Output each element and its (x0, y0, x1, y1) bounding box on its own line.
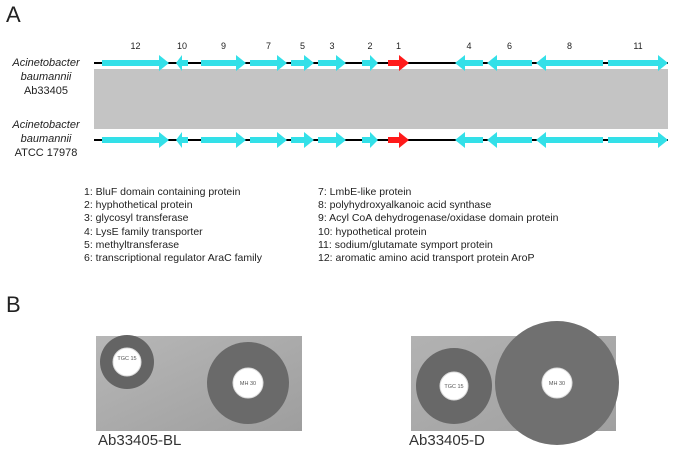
legend-item: 2: hyphothetical protein (84, 199, 193, 212)
legend-item: 4: LysE family transporter (84, 225, 203, 238)
gene-arrow-5 (291, 55, 314, 71)
gene-arrow-7 (250, 55, 287, 71)
gene-arrow-12 (102, 132, 169, 148)
legend-item: 12: aromatic amino acid transport protei… (318, 252, 535, 265)
species-label-top: Acinetobacter baumannii Ab33405 (0, 56, 92, 98)
gene-arrow-3 (318, 55, 346, 71)
species-label-bottom: Acinetobacter baumannii ATCC 17978 (0, 118, 92, 160)
gene-arrow-5 (291, 132, 314, 148)
legend-item: 8: polyhydroxyalkanoic acid synthase (318, 199, 492, 212)
gene-number-label: 12 (130, 41, 140, 51)
gene-number-label: 2 (367, 41, 372, 51)
gene-number-label: 11 (633, 41, 642, 51)
gene-number-label: 6 (507, 41, 512, 51)
gene-arrow-4 (455, 132, 483, 148)
legend-item: 10: hypothetical protein (318, 225, 427, 238)
gene-arrow-11 (608, 132, 668, 148)
strain-name: Ab33405 (23, 85, 69, 97)
gene-number-label: 9 (221, 41, 226, 51)
legend-item: 11: sodium/glutamate symport protein (318, 238, 493, 251)
gene-number-label: 5 (300, 41, 305, 51)
gene-number-label: 4 (466, 41, 471, 51)
panel-b-label: B (6, 292, 21, 317)
legend-item: 9: Acyl CoA dehydrogenase/oxidase domain… (318, 212, 559, 225)
gene-arrow-9 (201, 55, 246, 71)
gene-number-label: 8 (567, 41, 572, 51)
disk-label-left: TGC 15 (444, 384, 463, 390)
legend-right: 7: LmbE-like protein 8: polyhydroxyalkan… (318, 186, 559, 265)
antibiotic-disk-left (112, 347, 142, 377)
disk-label-right: MH 30 (549, 381, 565, 387)
legend-item: 1: BluF domain containing protein (84, 186, 241, 198)
disk-label-right: MH 30 (240, 381, 256, 387)
antibiotic-disk-left (439, 371, 469, 401)
gene-arrow-12 (102, 55, 169, 71)
gene-arrow-10 (176, 132, 188, 148)
legend-item: 5: methyltransferase (84, 238, 180, 251)
gene-number-label: 1 (396, 41, 401, 51)
plate-caption-d: Ab33405-D (409, 432, 485, 449)
gene-map: 12 10 9 7 5 3 2 1 4 6 8 11 (94, 41, 668, 148)
gene-arrow-10 (176, 55, 188, 71)
plate-caption-bl: Ab33405-BL (98, 432, 182, 449)
plate-photo-d: TGC 15 MH 30 (411, 321, 619, 445)
legend-item: 7: LmbE-like protein (318, 186, 412, 198)
gene-arrow-7 (250, 132, 287, 148)
plate-photo-bl: TGC 15 MH 30 (96, 335, 302, 431)
species-epithet: baumannii (20, 133, 72, 145)
gene-number-label: 7 (266, 41, 271, 51)
panel-a-label: A (6, 2, 21, 27)
gene-arrow-11 (608, 55, 668, 71)
gene-number-label: 10 (177, 41, 187, 51)
gene-arrow-8 (536, 132, 603, 148)
gene-arrow-6 (487, 132, 532, 148)
gene-arrow-1 (388, 132, 409, 148)
gene-arrow-8 (536, 55, 603, 71)
gene-arrow-4 (455, 55, 483, 71)
legend-item: 3: glycosyl transferase (84, 212, 189, 225)
antibiotic-disk-right (541, 367, 573, 399)
homology-band (94, 69, 668, 129)
disk-label-left: TGC 15 (117, 356, 136, 362)
gene-arrow-3 (318, 132, 346, 148)
legend-item: 6: transcriptional regulator AraC family (84, 252, 262, 265)
genus-name: Acinetobacter (12, 57, 80, 69)
gene-arrow-1 (388, 55, 409, 71)
gene-arrow-9 (201, 132, 246, 148)
gene-number-label: 3 (329, 41, 334, 51)
antibiotic-disk-right (232, 367, 264, 399)
strain-name: ATCC 17978 (14, 147, 78, 159)
species-epithet: baumannii (20, 71, 72, 83)
legend-left: 1: BluF domain containing protein 2: hyp… (84, 186, 262, 265)
gene-arrow-2 (362, 132, 378, 148)
gene-arrow-2 (362, 55, 378, 71)
gene-arrow-6 (487, 55, 532, 71)
genus-name: Acinetobacter (12, 119, 80, 131)
